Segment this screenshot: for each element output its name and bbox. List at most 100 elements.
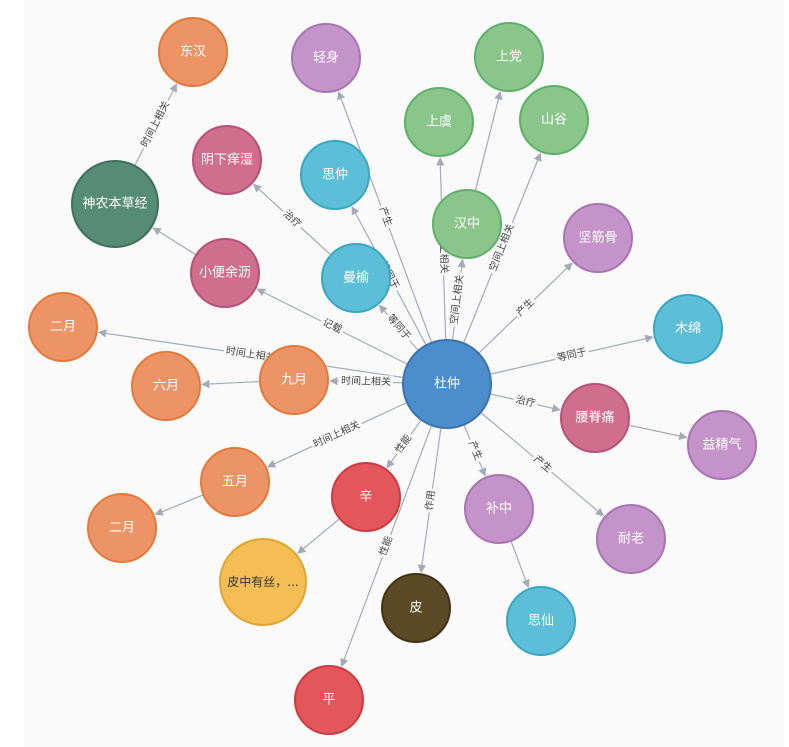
edge-line	[154, 494, 203, 516]
edge-xiaobian-shennong[interactable]	[152, 227, 196, 255]
node-circle[interactable]	[402, 339, 492, 429]
node-circle[interactable]	[474, 22, 544, 92]
node-jianjingu[interactable]: 坚筋骨	[563, 203, 633, 273]
node-hanzhong[interactable]: 汉中	[432, 189, 502, 259]
node-label: 山谷	[541, 113, 567, 128]
node-ping[interactable]: 平	[294, 665, 364, 735]
node-circle[interactable]	[200, 447, 270, 517]
node-yinxia[interactable]: 阴下痒湿	[192, 125, 262, 195]
node-label: 九月	[281, 373, 307, 388]
node-shangdang[interactable]: 上党	[474, 22, 544, 92]
node-pizhong[interactable]: 皮中有丝，...	[219, 538, 307, 626]
node-label: 木绵	[675, 322, 701, 337]
edge-wuyue-eryue2[interactable]	[154, 494, 203, 516]
node-circle[interactable]	[294, 665, 364, 735]
node-circle[interactable]	[28, 292, 98, 362]
node-qingshen[interactable]: 轻身	[291, 23, 361, 93]
node-circle[interactable]	[259, 345, 329, 415]
edge-hanzhong-shangdang[interactable]	[474, 91, 503, 191]
node-circle[interactable]	[464, 474, 534, 544]
edge-label-background	[278, 206, 306, 233]
node-shangyu[interactable]: 上虞	[404, 87, 474, 157]
node-circle[interactable]	[381, 573, 451, 643]
node-shennong[interactable]: 神农本草经	[71, 160, 159, 248]
node-sizhong[interactable]: 思仲	[300, 140, 370, 210]
node-circle[interactable]	[87, 493, 157, 563]
node-xin[interactable]: 辛	[331, 462, 401, 532]
node-pi[interactable]: 皮	[381, 573, 451, 643]
node-buzhong[interactable]: 补中	[464, 474, 534, 544]
node-circle[interactable]	[653, 294, 723, 364]
node-circle[interactable]	[158, 17, 228, 87]
node-circle[interactable]	[219, 538, 307, 626]
edge-label-background	[222, 343, 279, 366]
node-label: 六月	[153, 379, 179, 394]
node-circle[interactable]	[519, 85, 589, 155]
edge-buzhong-sixian[interactable]	[510, 541, 530, 589]
edge-duzhong-pi[interactable]: 作用	[417, 428, 442, 574]
edge-label-background	[447, 271, 468, 328]
node-eryue2[interactable]: 二月	[87, 493, 157, 563]
edge-label-background	[512, 392, 539, 412]
edge-line	[152, 227, 196, 255]
node-label: 阴下痒湿	[201, 152, 253, 168]
node-circle[interactable]	[291, 23, 361, 93]
node-sixian[interactable]: 思仙	[506, 586, 576, 656]
node-circle[interactable]	[687, 410, 757, 480]
edge-xin-pizhong[interactable]	[297, 518, 340, 554]
node-label: 小便余沥	[199, 265, 251, 281]
node-circle[interactable]	[432, 189, 502, 259]
node-circle[interactable]	[331, 462, 401, 532]
edge-duzhong-qingshen[interactable]: 产生	[337, 90, 432, 343]
edge-duzhong-jiuyue[interactable]: 时间上相关	[329, 374, 403, 390]
edge-label-background	[391, 430, 417, 458]
node-wuyue[interactable]: 五月	[200, 447, 270, 517]
node-label: 轻身	[313, 50, 339, 66]
node-circle[interactable]	[560, 383, 630, 453]
node-circle[interactable]	[300, 140, 370, 210]
edge-label: 时间上相关	[341, 374, 391, 388]
edge-duzhong-yaojitong[interactable]: 治疗	[490, 392, 561, 413]
node-circle[interactable]	[506, 586, 576, 656]
node-nailao[interactable]: 耐老	[596, 504, 666, 574]
node-mianmian[interactable]: 木绵	[653, 294, 723, 364]
node-circle[interactable]	[563, 203, 633, 273]
node-label: 二月	[50, 320, 76, 335]
edge-jiuyue-liuyue[interactable]	[201, 379, 260, 389]
node-circle[interactable]	[190, 238, 260, 308]
node-duzhong[interactable]: 杜仲	[402, 339, 492, 429]
node-label: 思仙	[528, 614, 554, 629]
node-shangu[interactable]: 山谷	[519, 85, 589, 155]
node-manshu[interactable]: 曼榆	[321, 243, 391, 313]
node-label: 辛	[359, 490, 372, 505]
node-label: 思仲	[322, 168, 348, 183]
node-label: 汉中	[454, 217, 480, 232]
node-yaojitong[interactable]: 腰脊痛	[560, 383, 630, 453]
node-liuyue[interactable]: 六月	[131, 351, 201, 421]
node-circle[interactable]	[71, 160, 159, 248]
node-yijingqi[interactable]: 益精气	[687, 410, 757, 480]
node-donghan[interactable]: 东汉	[158, 17, 228, 87]
node-label: 上党	[496, 50, 522, 65]
node-xiaobian[interactable]: 小便余沥	[190, 238, 260, 308]
node-circle[interactable]	[131, 351, 201, 421]
edge-label-background	[512, 294, 540, 322]
node-label: 杜仲	[434, 377, 460, 392]
edge-label-background	[338, 374, 394, 390]
edge-label-background	[485, 220, 519, 276]
node-label: 曼榆	[343, 271, 369, 286]
node-label: 皮中有丝，...	[227, 574, 298, 589]
edge-label: 作用	[423, 490, 438, 511]
node-circle[interactable]	[192, 125, 262, 195]
edge-yaojitong-yijingqi[interactable]	[629, 424, 688, 441]
node-jiuyue[interactable]: 九月	[259, 345, 329, 415]
edge-line	[474, 91, 503, 191]
edge-line	[629, 424, 688, 441]
node-label: 神农本草经	[82, 197, 147, 212]
node-circle[interactable]	[596, 504, 666, 574]
node-circle[interactable]	[321, 243, 391, 313]
node-eryue1[interactable]: 二月	[28, 292, 98, 362]
node-circle[interactable]	[404, 87, 474, 157]
